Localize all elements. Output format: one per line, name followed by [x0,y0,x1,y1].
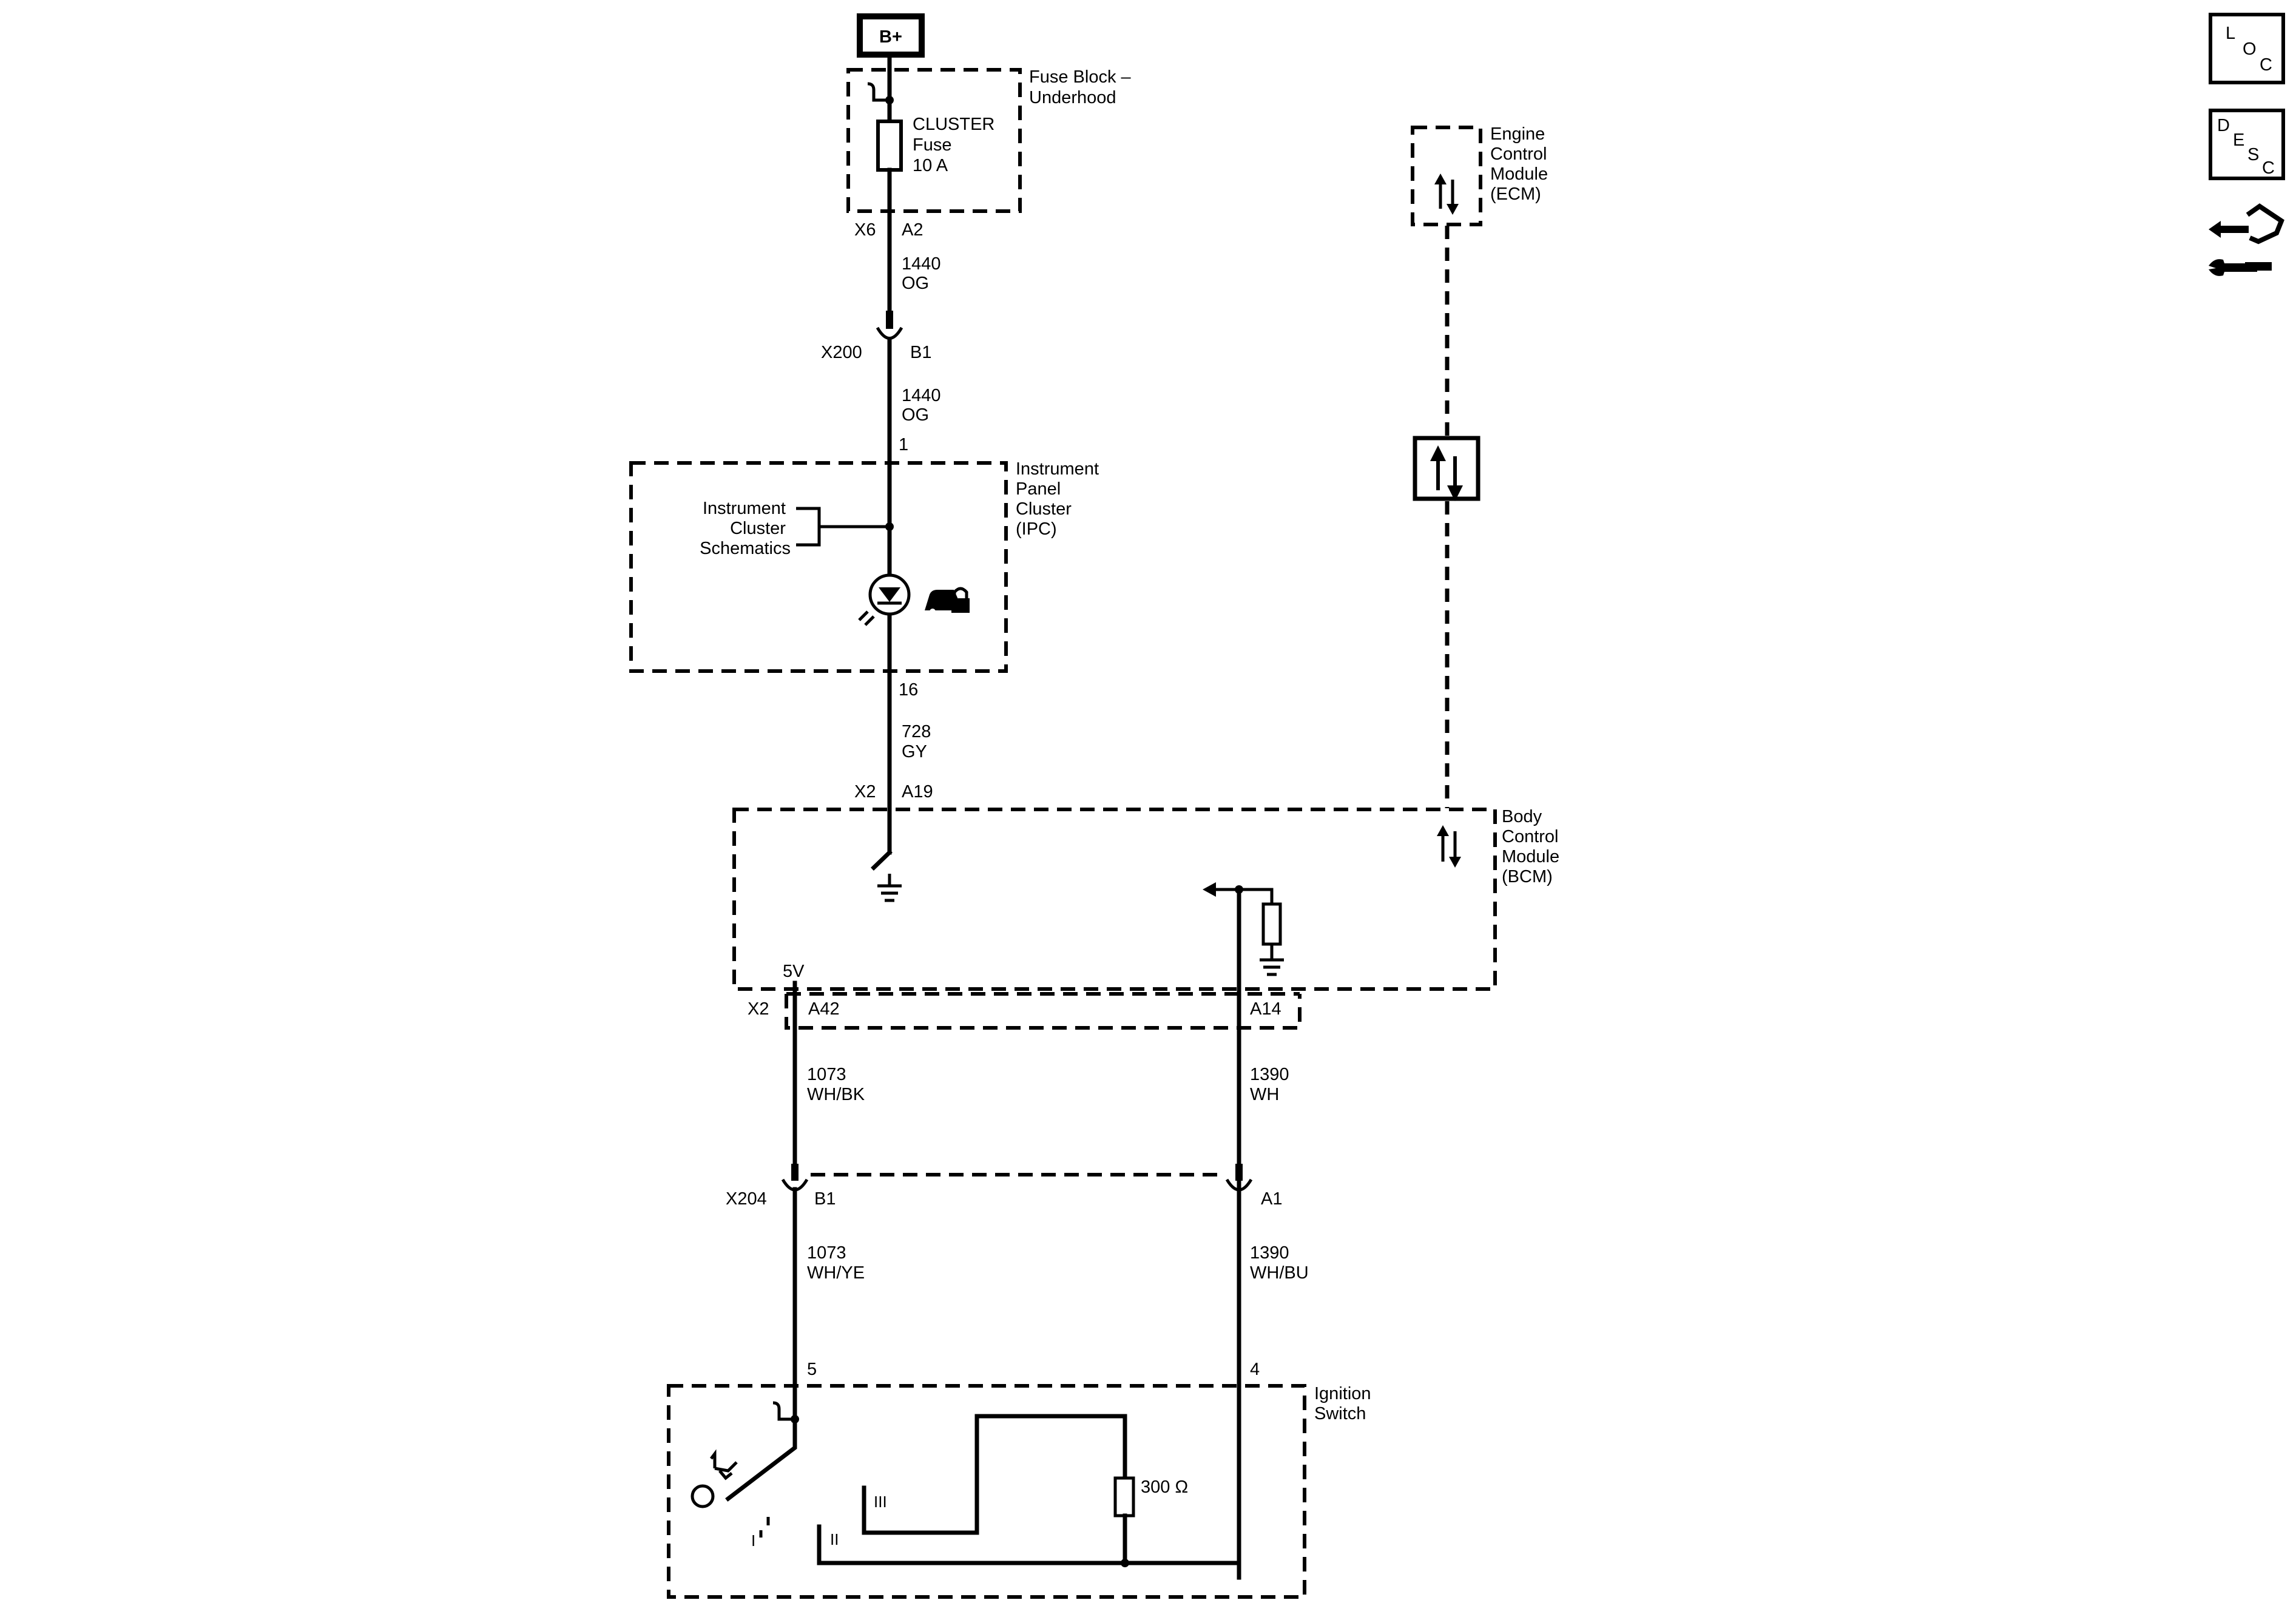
x204-connector-left-icon [781,1164,809,1192]
bcm-ground-icon [877,874,902,902]
bcm-input-arrow-icon [1203,882,1216,897]
ecm-outline [1411,126,1482,226]
bcm-pin-a14: A14 [1250,999,1281,1019]
ecm-label: Engine Control Module (ECM) [1490,124,1553,204]
cluster-fuse-label: CLUSTER Fuse 10 A [913,115,999,175]
svg-text:L: L [2226,24,2235,43]
bcm-pin-a42: A42 [808,999,840,1019]
ipc-splice [885,522,894,531]
fuse-block-label: Fuse Block – Underhood [1029,67,1136,107]
wire-1390-wh-bu-label: 1390 WH/BU [1250,1243,1309,1283]
ignition-resistor-icon [1113,1476,1135,1517]
ipc-pin-1: 1 [899,435,908,454]
bcm-pin-a19: A19 [902,782,933,802]
description-view-icon[interactable]: D E S C [2209,109,2285,180]
x204-pin-a1: A1 [1261,1189,1282,1209]
bcm-connector-x2-top: X2 [854,782,876,802]
fuse-block-outline [846,68,1022,213]
fuse-pin-a2: A2 [902,220,923,240]
battery-positive-terminal: B+ [857,13,925,58]
wire-1440-og-lower-label: 1440 OG [902,386,946,425]
ipc-label: Instrument Panel Cluster (IPC) [1016,459,1104,539]
svg-text:C: C [2260,55,2272,75]
bcm-pulldown-resistor-icon [1261,902,1282,946]
schematics-ref-bracket [796,507,890,547]
security-lock-icon [925,587,970,615]
switch-position-i: I [751,1531,755,1550]
x200-pin-label: B1 [910,343,931,362]
ignition-pin-4: 4 [1250,1360,1260,1379]
x204-pin-b1: B1 [814,1189,836,1209]
ipc-outline [629,461,1008,673]
ignition-key-icon [690,1449,738,1508]
svg-text:O: O [2243,39,2257,59]
wire-1073-wh-bk-label: 1073 WH/BK [807,1065,865,1104]
svg-text:C: C [2262,158,2275,178]
bcm-x2-bottom-outline [785,994,1302,1030]
ignition-resistor-splice [1121,1559,1129,1567]
wire-1390-wh-label: 1390 WH [1250,1065,1294,1104]
connector-repair-icon[interactable] [2209,203,2284,276]
ignition-resistor-label: 300 Ω [1141,1477,1188,1497]
serial-data-bus-icon [1413,436,1481,501]
ignition-switch-outline [667,1384,1306,1599]
bcm-low-side-switch [871,849,893,871]
switch-position-i-contact [759,1517,770,1538]
ignition-stub [772,1401,795,1421]
wire-1440-og-upper-label: 1440 OG [902,254,946,293]
svg-text:E: E [2233,130,2244,150]
wire-728-gy-label: 728 GY [902,722,936,761]
svg-text:D: D [2217,116,2230,135]
switch-position-ii: II [830,1530,839,1548]
ecm-serial-data-icon [1434,174,1459,215]
cluster-fuse-icon [876,120,903,172]
x204-connector-label: X204 [726,1189,767,1209]
bcm-outline [732,808,1497,991]
bcm-resistor-ground-icon [1260,944,1284,976]
instrument-cluster-schematics-ref: Instrument Cluster Schematics [700,499,791,558]
switch-position-iii-contact [862,1414,1127,1535]
svg-text:S: S [2247,145,2259,164]
fuse-bus-stub [867,82,890,102]
x200-connector-label: X200 [821,343,862,362]
ignition-switch-blade [725,1417,797,1502]
bcm-connector-x2-bottom: X2 [748,999,769,1019]
switch-position-ii-contact [817,1524,1241,1565]
fuse-connector-x6: X6 [854,220,876,240]
x204-connector-right-icon [1225,1164,1253,1192]
x200-connector-icon [876,311,903,340]
wire-1073-wh-ye-label: 1073 WH/YE [807,1243,865,1283]
switch-position-iii: III [874,1493,887,1511]
ipc-pin-16: 16 [899,680,918,700]
bcm-label: Body Control Module (BCM) [1502,807,1564,886]
location-view-icon[interactable]: L O C [2209,13,2285,84]
bcm-serial-data-icon [1437,825,1461,868]
security-indicator-led-icon [858,573,911,626]
ignition-switch-label: Ignition Switch [1314,1384,1376,1423]
bcm-reference-voltage: 5V [783,962,805,981]
ignition-pin-5: 5 [807,1360,817,1379]
b-plus-label: B+ [879,27,902,47]
